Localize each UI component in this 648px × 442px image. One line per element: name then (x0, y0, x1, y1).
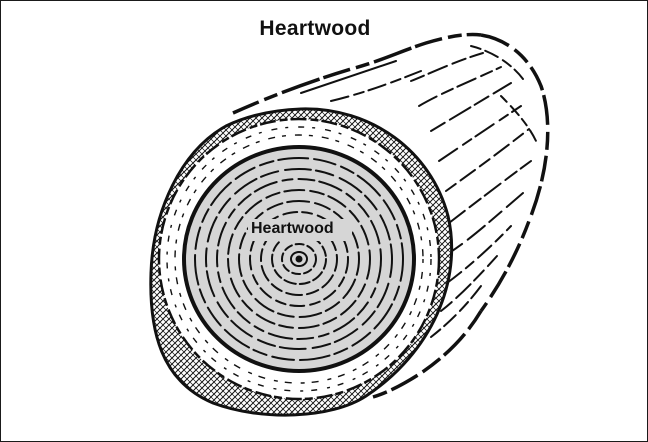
heartwood-callout-label: Heartwood (251, 220, 334, 238)
